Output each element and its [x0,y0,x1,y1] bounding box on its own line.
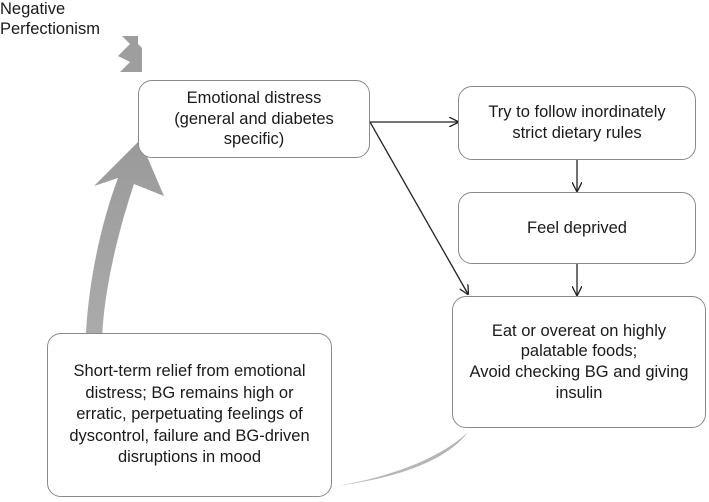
node-short-term-relief: Short-term relief from emotional distres… [47,333,332,497]
node-strict-dietary-rules: Try to follow inordinately strict dietar… [458,86,696,160]
node-feel-deprived: Feel deprived [458,192,696,264]
negative-perfectionism-arrow-head [118,40,142,72]
node-overeat: Eat or overeat on highly palatable foods… [452,296,706,428]
node-emotional-distress: Emotional distress (general and diabetes… [138,80,370,158]
arrow-distress-to-eat [369,121,468,294]
negative-perfectionism-label: Negative Perfectionism [0,0,100,38]
